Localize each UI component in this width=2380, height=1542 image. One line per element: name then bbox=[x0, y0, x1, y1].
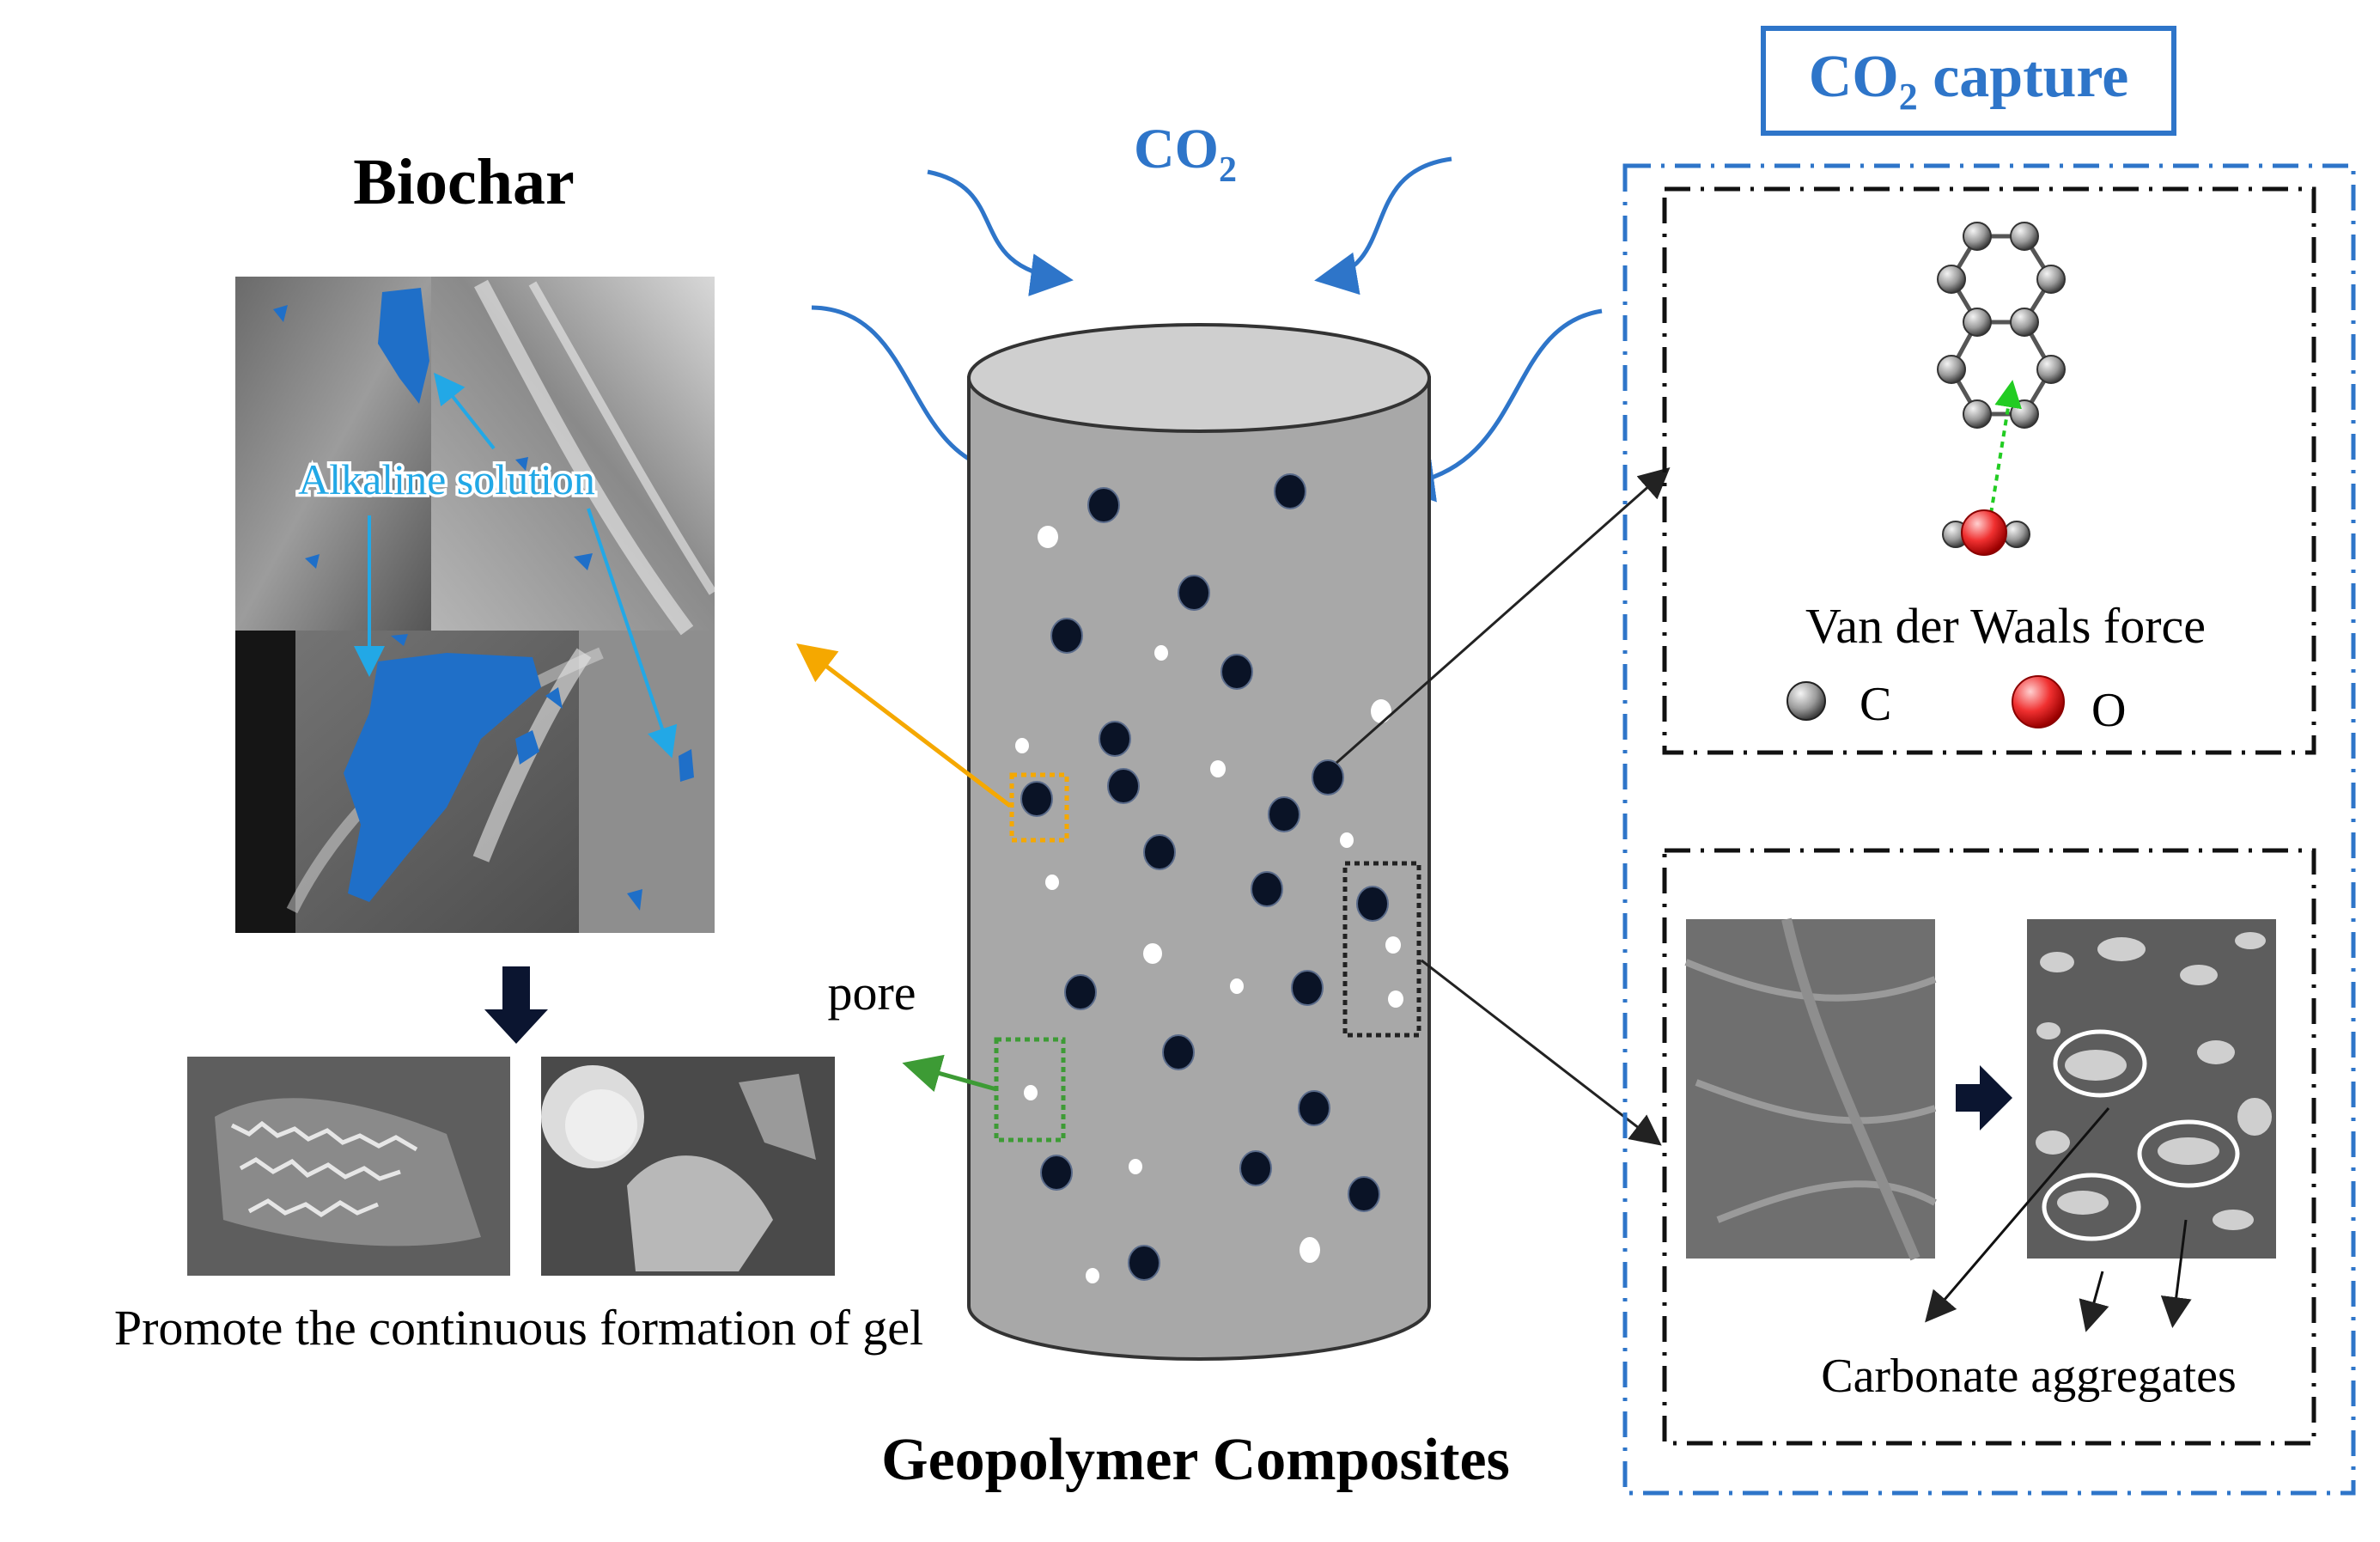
orange-arrow bbox=[796, 643, 1012, 808]
vdw-panel bbox=[1662, 186, 2316, 755]
white-particles bbox=[1015, 526, 1403, 1283]
carbon-atom-icon bbox=[1787, 681, 1826, 721]
highlight-box-green bbox=[994, 1037, 1066, 1143]
co2-capture-title: CO2 capture bbox=[1808, 44, 2129, 118]
gel-caption: Promote the continuous formation of gel bbox=[114, 1300, 923, 1356]
carbonate-panel bbox=[1662, 848, 2316, 1446]
co2-arrow-1 bbox=[927, 169, 1074, 296]
vdw-label: Van der Waals force bbox=[1805, 598, 2206, 654]
co2-capture-title-box: CO2 capture bbox=[1761, 26, 2176, 136]
carbonate-label: Carbonate aggregates bbox=[1821, 1350, 2237, 1403]
alkaline-arrow-1 bbox=[434, 372, 496, 450]
carbonate-arrow-3 bbox=[2160, 1219, 2192, 1328]
biochar-title: Biochar bbox=[353, 146, 575, 218]
capture-outer-frame bbox=[1622, 163, 2356, 1496]
alkaline-solution-label: Alkaline solution bbox=[298, 455, 595, 503]
legend-o-label: O bbox=[2091, 684, 2126, 737]
carbonate-arrow-1 bbox=[1925, 1107, 2110, 1323]
right-arrow-icon bbox=[1956, 1065, 2012, 1131]
carbonate-arrow-2 bbox=[2079, 1271, 2109, 1332]
co2-label: CO2 bbox=[1134, 118, 1237, 190]
gel-sem-image-2 bbox=[541, 1057, 835, 1276]
composite-title: Geopolymer Composites bbox=[881, 1427, 1510, 1493]
biochar-sem-collage bbox=[235, 277, 717, 933]
pore-label: pore bbox=[827, 965, 916, 1021]
atom-legend: C O bbox=[1787, 675, 2126, 737]
pore-dots bbox=[1020, 473, 1389, 1281]
highlight-box-orange bbox=[1009, 772, 1069, 843]
carbon-ring-structure bbox=[1937, 222, 2066, 556]
gel-sem-image-1 bbox=[187, 1057, 510, 1276]
co2-arrow-2 bbox=[1314, 156, 1452, 296]
black-arrow-lower bbox=[1421, 959, 1662, 1146]
oxygen-atom-icon bbox=[2012, 675, 2065, 728]
sem-before-carbonation bbox=[1684, 917, 1937, 1261]
sem-after-carbonation bbox=[2027, 919, 2276, 1259]
black-arrow-upper bbox=[1336, 467, 1671, 765]
legend-c-label: C bbox=[1860, 678, 1891, 731]
green-arrow bbox=[902, 1054, 997, 1093]
down-arrow-icon bbox=[484, 966, 548, 1044]
alkaline-arrow-3 bbox=[587, 508, 678, 759]
co2-arrow-4 bbox=[1391, 308, 1603, 503]
